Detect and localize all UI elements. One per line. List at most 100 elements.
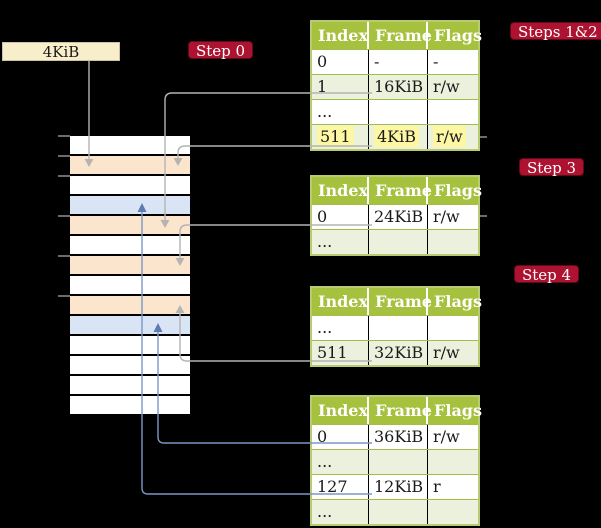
memory-row-6-peach xyxy=(70,256,190,276)
cell-value: r/w xyxy=(433,207,460,226)
highlighted-value: 511 xyxy=(317,126,354,147)
frame-4kib-label: 4KiB xyxy=(42,43,80,61)
cell-value: 32KiB xyxy=(374,343,424,362)
header-cell-flags: Flags xyxy=(434,181,482,200)
cell-value: 24KiB xyxy=(374,207,424,226)
cell-value: ... xyxy=(317,452,333,471)
table-cell: ... xyxy=(312,500,369,524)
cell-value: ... xyxy=(317,102,333,121)
highlighted-value: r/w xyxy=(433,126,466,147)
badge-steps-1-2-label: Steps 1&2 xyxy=(518,23,598,41)
highlighted-value: 4KiB xyxy=(374,126,420,147)
cell-value: r/w xyxy=(433,427,460,446)
cell-value: 0 xyxy=(317,427,328,446)
cell-value: ... xyxy=(317,232,333,251)
table-cell: r/w xyxy=(428,425,478,449)
table-cell: 511 xyxy=(312,125,369,149)
table-cell: r/w xyxy=(428,75,478,99)
cell-value: 1 xyxy=(317,77,328,96)
memory-row-7-white xyxy=(70,276,190,296)
memory-row-10-white xyxy=(70,336,190,356)
table-row-0: ... xyxy=(312,315,478,340)
memory-row-8-peach xyxy=(70,296,190,316)
badge-step-3: Step 3 xyxy=(519,158,585,177)
table-cell: 32KiB xyxy=(369,341,428,365)
table-row-3: 511 4KiB r/w xyxy=(312,124,478,149)
table-cell: r/w xyxy=(428,125,478,149)
memory-row-0-white xyxy=(70,136,190,156)
header-cell-index: Index xyxy=(312,22,369,49)
table-cell: r/w xyxy=(428,341,478,365)
memory-row-9-blue xyxy=(70,316,190,336)
cell-value: r/w xyxy=(433,343,460,362)
memory-row-12-white xyxy=(70,376,190,396)
table-row-1: ... xyxy=(312,229,478,254)
table-cell: ... xyxy=(312,450,369,474)
table-cell: 0 xyxy=(312,205,369,229)
badge-step-4-label: Step 4 xyxy=(522,266,572,284)
table-cell: 12KiB xyxy=(369,475,428,499)
table-cell: 127 xyxy=(312,475,369,499)
table-cell: r/w xyxy=(428,205,478,229)
badge-step-4: Step 4 xyxy=(514,265,580,284)
table-row-3: ... xyxy=(312,499,478,524)
badge-step-0-label: Step 0 xyxy=(196,42,246,60)
badge-step-0: Step 0 xyxy=(188,41,254,60)
cell-value: ... xyxy=(317,502,333,521)
memory-row-5-white xyxy=(70,236,190,256)
memory-row-3-blue xyxy=(70,196,190,216)
table-cell xyxy=(369,100,428,124)
memory-row-4-peach xyxy=(70,216,190,236)
cell-value: 0 xyxy=(317,52,328,71)
header-cell-flags: Flags xyxy=(434,401,482,420)
header-cell-frame: Frame xyxy=(369,288,432,315)
badge-steps-1-2: Steps 1&2 xyxy=(510,22,601,41)
table-cell: - xyxy=(428,50,478,74)
table-row-0: 0 24KiB r/w xyxy=(312,204,478,229)
header-cell-index: Index xyxy=(312,288,369,315)
table-cell xyxy=(428,230,478,254)
memory-row-13-white xyxy=(70,396,190,416)
header-cell-frame: Frame xyxy=(369,397,432,424)
header-cell-flags: Flags xyxy=(434,26,482,45)
table-row-1: ... xyxy=(312,449,478,474)
cell-value: 12KiB xyxy=(374,477,424,496)
table-cell: 0 xyxy=(312,50,369,74)
cell-value: - xyxy=(433,52,439,71)
memory-address-ticks xyxy=(58,135,70,297)
badge-step-3-label: Step 3 xyxy=(527,159,577,177)
table-row-0: 0 36KiB r/w xyxy=(312,424,478,449)
cell-value: - xyxy=(374,52,380,71)
table-cell xyxy=(428,500,478,524)
header-cell-index: Index xyxy=(312,397,369,424)
header-cell-index: Index xyxy=(312,177,369,204)
table-cell: - xyxy=(369,50,428,74)
table-cell: 511 xyxy=(312,341,369,365)
table-row-2: 127 12KiB r xyxy=(312,474,478,499)
table-cell xyxy=(369,316,428,340)
cell-value: 36KiB xyxy=(374,427,424,446)
table-cell xyxy=(428,316,478,340)
cell-value: ... xyxy=(317,318,333,337)
cell-value: r xyxy=(433,477,441,496)
memory-row-11-white xyxy=(70,356,190,376)
table-cell: 0 xyxy=(312,425,369,449)
table-cell: 36KiB xyxy=(369,425,428,449)
table-row-2: ... xyxy=(312,99,478,124)
cell-value: 16KiB xyxy=(374,77,424,96)
table-cell xyxy=(428,450,478,474)
cell-value: 127 xyxy=(317,477,348,496)
header-cell-frame: Frame xyxy=(369,177,432,204)
table-cell: ... xyxy=(312,316,369,340)
table-cell xyxy=(369,500,428,524)
cell-value: 511 xyxy=(317,343,348,362)
table-cell: ... xyxy=(312,100,369,124)
